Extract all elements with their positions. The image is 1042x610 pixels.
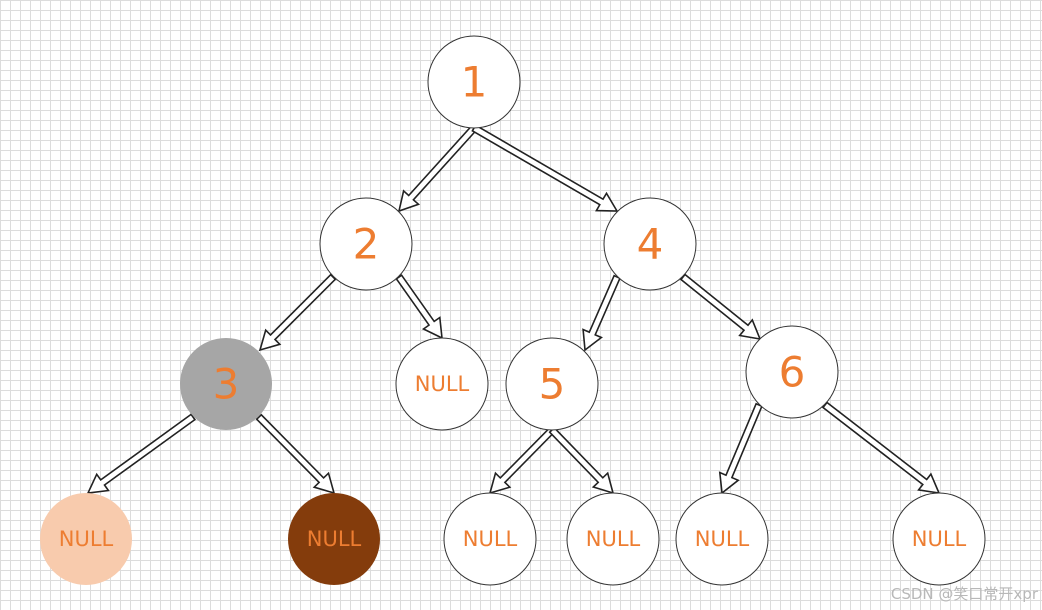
edge-arrow-n4-n6 [679,273,762,341]
edge-arrow-n6-n6R [821,401,941,495]
node-circle [892,492,986,586]
node-label: 1 [461,58,488,107]
node-label: 2 [353,220,380,269]
edge-arrow-n6-n6L [718,402,763,495]
node-label: NULL [307,527,362,551]
tree-node-n3R: NULL [288,493,380,585]
node-label: NULL [586,527,641,551]
edge-arrow-n4-n5 [582,274,621,352]
node-circle [319,197,413,291]
node-circle [566,492,660,586]
tree-node-n6R: NULL [892,492,986,586]
node-label: NULL [59,527,114,551]
edge-arrow-n2-n3 [258,273,337,352]
node-label: 6 [779,348,806,397]
node-label: NULL [912,527,967,551]
edge-arrow-n1-n2 [397,124,478,213]
node-label: NULL [463,527,518,551]
node-label: NULL [695,527,750,551]
node-label: 5 [539,360,566,409]
tree-node-n5L: NULL [443,492,537,586]
edge-arrow-n2-n2R [395,274,443,340]
node-circle [675,492,769,586]
node-circle [603,197,697,291]
tree-node-n3: 3 [180,338,272,430]
watermark-text: CSDN @笑口常开xpr [890,585,1038,603]
node-circle [40,493,132,585]
node-circle [427,35,521,129]
node-circle [180,338,272,430]
node-label: 4 [637,220,664,269]
node-circle [395,337,489,431]
tree-node-n2R: NULL [395,337,489,431]
node-circle [745,325,839,419]
tree-node-n4: 4 [603,197,697,291]
edge-arrow-n3-n3L [86,413,197,494]
edge-arrow-n5-n5R [548,426,615,495]
tree-node-n6: 6 [745,325,839,419]
tree-node-n3L: NULL [40,493,132,585]
node-label: NULL [415,372,470,396]
node-circle [443,492,537,586]
tree-node-n1: 1 [427,35,521,129]
node-circle [288,493,380,585]
node-label: 3 [213,360,240,409]
tree-node-n5: 5 [505,337,599,431]
tree-node-n2: 2 [319,197,413,291]
node-circle [505,337,599,431]
edge-arrow-n1-n4 [471,124,619,212]
edges-layer [86,124,941,495]
edge-arrow-n3-n3R [255,413,336,495]
tree-node-n5R: NULL [566,492,660,586]
tree-node-n6L: NULL [675,492,769,586]
edge-arrow-n5-n5L [488,426,556,495]
